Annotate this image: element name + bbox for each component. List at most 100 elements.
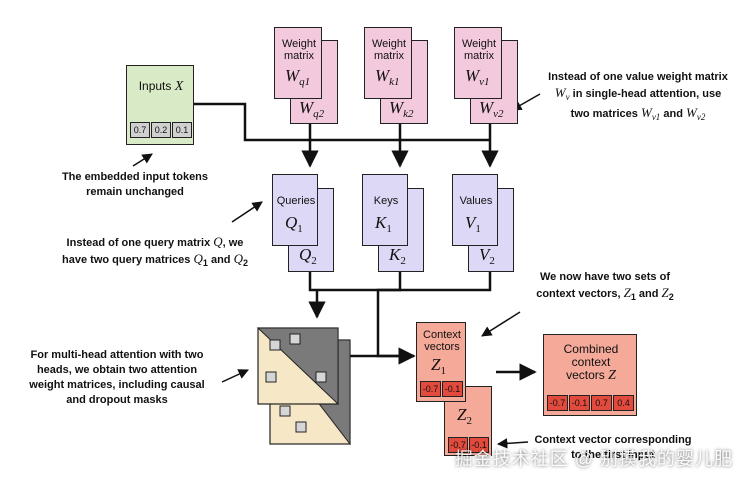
- z2-symbol: Z: [457, 405, 467, 424]
- note-multihead-line1: For multi-head attention with two: [30, 349, 204, 361]
- context-label2: vectors: [424, 341, 460, 353]
- embedded-note-pointer: [132, 153, 153, 167]
- wk2-subscript: k2: [403, 108, 414, 120]
- q2-subscript: 2: [311, 255, 317, 267]
- input-to-bus-line: [194, 102, 490, 142]
- combined-cell: -0.7: [547, 395, 568, 411]
- note-two-sets-sym1: Z: [623, 285, 631, 300]
- k1-subscript: 1: [386, 223, 392, 235]
- note-two-sets: We now have two sets of context vectors,…: [520, 270, 690, 305]
- v2-symbol: V: [479, 245, 490, 264]
- note-query-matrices: Instead of one query matrix Q, we have t…: [55, 234, 255, 271]
- note-value-line1: Instead of one value weight matrix: [548, 71, 728, 83]
- weight-title-line2: matrix: [374, 50, 404, 62]
- note-value-line3: two matrices: [570, 108, 641, 120]
- q1-subscript: 1: [297, 223, 303, 235]
- values-matrix-1: Values V1: [452, 174, 498, 246]
- weight-title-line2: matrix: [284, 50, 314, 62]
- wk2-symbol: W: [389, 98, 404, 117]
- note-two-sets-and: and: [635, 288, 662, 300]
- note-value-sym1: W: [640, 105, 652, 120]
- weight-title-line1: Weight: [371, 38, 407, 50]
- note-two-sets-line2: context vectors,: [536, 288, 624, 300]
- note-two-sets-sub2: 2: [668, 292, 674, 302]
- k1-symbol: K: [375, 213, 387, 232]
- wv1-symbol: W: [465, 66, 480, 85]
- values-label: Values: [459, 195, 493, 207]
- qk-merge-line: [308, 272, 402, 292]
- note-value-sub1: v1: [651, 112, 661, 122]
- two-sets-note-pointer: [481, 311, 521, 337]
- note-embedded-line2: remain unchanged: [86, 186, 184, 198]
- combined-symbol: Z: [608, 368, 616, 383]
- context-vectors-z2: Z2 -0.7 -0.1: [444, 386, 492, 456]
- multihead-note-pointer: [221, 369, 249, 383]
- context-label1: Context: [423, 329, 461, 341]
- input-value-cell: 0.7: [130, 122, 150, 138]
- note-value-and: and: [660, 108, 686, 120]
- note-multihead-line4: and dropout masks: [66, 394, 168, 406]
- note-query-sym1: Q: [193, 251, 203, 266]
- note-multihead-line2: heads, we obtain two attention: [36, 364, 198, 376]
- note-value-sub2: v2: [696, 112, 706, 122]
- note-value-weight: Instead of one value weight matrix Wv in…: [538, 70, 738, 125]
- keys-label: Keys: [373, 195, 399, 207]
- query-note-pointer: [231, 201, 263, 223]
- wk1-subscript: k1: [389, 76, 400, 88]
- wq2-subscript: q2: [313, 108, 325, 120]
- combined-context-vectors: Combined context vectors Z -0.7 -0.1 0.7…: [543, 334, 637, 416]
- combined-cell: -0.1: [569, 395, 590, 411]
- z1-symbol: Z: [431, 355, 441, 374]
- note-query-line1: Instead of one query matrix: [66, 237, 214, 249]
- note-multihead-line3: weight matrices, including causal: [29, 379, 205, 391]
- combined-cell: 0.4: [613, 395, 634, 411]
- attention-matrix-1: [256, 327, 339, 406]
- note-two-sets-sub1: 1: [630, 292, 636, 302]
- note-query-sym: Q: [213, 234, 223, 249]
- keys-matrix-1: Keys K1: [362, 174, 408, 246]
- wv2-subscript: v2: [493, 108, 504, 120]
- attention-weight-matrices: [256, 327, 351, 446]
- weight-title-line1: Weight: [281, 38, 317, 50]
- wq1-subscript: q1: [299, 76, 311, 88]
- inputs-box: Inputs X 0.7 0.2 0.1: [126, 65, 194, 145]
- combined-line3: vectors: [566, 368, 605, 382]
- combined-cell: 0.7: [591, 395, 612, 411]
- note-two-sets-line1: We now have two sets of: [540, 271, 670, 283]
- wq1-symbol: W: [285, 66, 300, 85]
- k2-subscript: 2: [400, 255, 406, 267]
- note-embedded-tokens: The embedded input tokens remain unchang…: [50, 170, 220, 200]
- note-query-sub2: 2: [242, 258, 248, 268]
- note-query-end: , we: [222, 237, 244, 249]
- note-query-and: and: [207, 254, 234, 266]
- note-context-corresponding: Context vector corresponding to the firs…: [528, 433, 698, 463]
- note-query-sub1: 1: [202, 258, 208, 268]
- wv1-subscript: v1: [479, 76, 490, 88]
- watermark-text: 掘金技术社区 @ 别摸我的婴儿肥: [454, 449, 733, 469]
- z2-subscript: 2: [466, 415, 472, 427]
- z1-cell: -0.1: [442, 381, 463, 397]
- combined-line1: Combined: [563, 342, 619, 356]
- note-value-sym: W: [554, 85, 566, 100]
- q2-symbol: Q: [299, 245, 312, 264]
- v1-symbol: V: [465, 213, 476, 232]
- queries-matrix-1: Queries Q1: [272, 174, 318, 246]
- weight-title-line1: Weight: [461, 38, 497, 50]
- note-query-sym2: Q: [233, 251, 243, 266]
- z1-subscript: 1: [440, 365, 446, 377]
- v2-subscript: 2: [489, 255, 495, 267]
- note-value-sub: v: [565, 92, 570, 102]
- wv2-symbol: W: [479, 98, 494, 117]
- note-embedded-line1: The embedded input tokens: [61, 171, 209, 183]
- queries-label: Queries: [276, 195, 316, 207]
- note-multihead: For multi-head attention with two heads,…: [6, 348, 228, 408]
- z1-cell: -0.7: [420, 381, 441, 397]
- z2-cell: -0.7: [448, 437, 468, 453]
- k2-symbol: K: [389, 245, 401, 264]
- v1-subscript: 1: [475, 223, 481, 235]
- combined-line2: context: [571, 355, 611, 369]
